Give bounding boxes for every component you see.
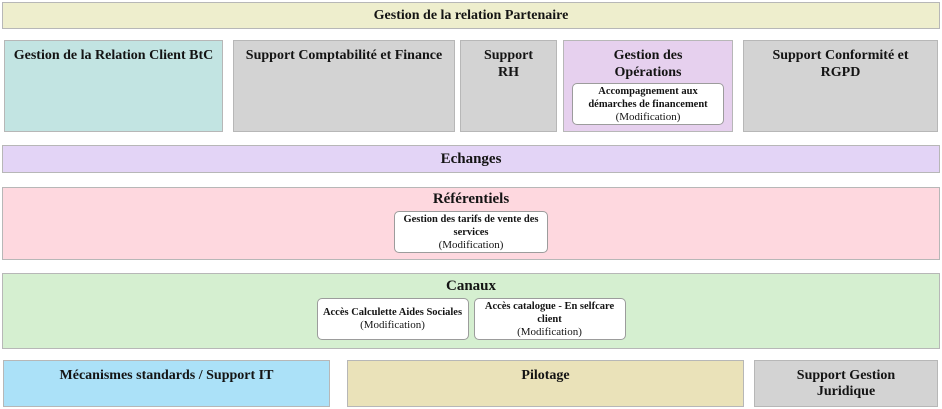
banner-gestion-relation-partenaire: Gestion de la relation Partenaire <box>2 2 940 29</box>
subbox-title: Accompagnement aux démarches de financem… <box>588 85 708 110</box>
box-support-comptabilite-finance: Support Comptabilité et Finance <box>233 40 455 132</box>
box-label: Gestion des Opérations <box>613 48 683 80</box>
box-support-gestion-juridique: Support Gestion Juridique <box>754 360 938 407</box>
box-label: Support Comptabilité et Finance <box>245 48 443 63</box>
box-label: Support RH <box>483 48 534 80</box>
subbox-acces-calculette-aides-sociales: Accès Calculette Aides Sociales (Modific… <box>316 298 469 340</box>
box-pilotage: Pilotage <box>347 360 744 407</box>
banner-label: Gestion de la relation Partenaire <box>373 7 569 23</box>
band-referentiels: Référentiels Gestion des tarifs de vente… <box>2 187 940 260</box>
box-label: Support Gestion Juridique <box>796 368 896 399</box>
subbox-gestion-tarifs-vente: Gestion des tarifs de vente des services… <box>394 211 548 253</box>
box-label: Gestion de la Relation Client BtC <box>13 48 214 63</box>
subbox-title: Gestion des tarifs de vente des services <box>403 213 539 238</box>
box-label: Pilotage <box>521 368 570 383</box>
band-label: Echanges <box>440 150 502 167</box>
box-label: Support Conformité et RGPD <box>772 48 909 80</box>
box-gestion-relation-client-btc: Gestion de la Relation Client BtC <box>4 40 223 132</box>
band-label: Canaux <box>445 278 497 294</box>
box-label: Mécanismes standards / Support IT <box>59 368 274 383</box>
subbox-status: (Modification) <box>360 319 425 331</box>
subbox-accompagnement-financement: Accompagnement aux démarches de financem… <box>572 83 724 125</box>
band-echanges: Echanges <box>2 145 940 173</box>
subbox-status: (Modification) <box>517 325 582 338</box>
band-canaux: Canaux Accès Calculette Aides Sociales (… <box>2 273 940 349</box>
subbox-status: (Modification) <box>438 238 504 251</box>
box-support-rh: Support RH <box>460 40 557 132</box>
subbox-status: (Modification) <box>615 110 681 123</box>
box-gestion-des-operations: Gestion des Opérations Accompagnement au… <box>563 40 733 132</box>
box-mecanismes-standards-support-it: Mécanismes standards / Support IT <box>3 360 330 407</box>
subbox-title: Accès Calculette Aides Sociales <box>322 307 463 318</box>
subbox-acces-catalogue-selfcare: Accès catalogue - En selfcare client (Mo… <box>473 298 626 340</box>
band-label: Référentiels <box>432 191 510 207</box>
subbox-title: Accès catalogue - En selfcare client <box>484 300 615 325</box>
box-support-conformite-rgpd: Support Conformité et RGPD <box>743 40 938 132</box>
